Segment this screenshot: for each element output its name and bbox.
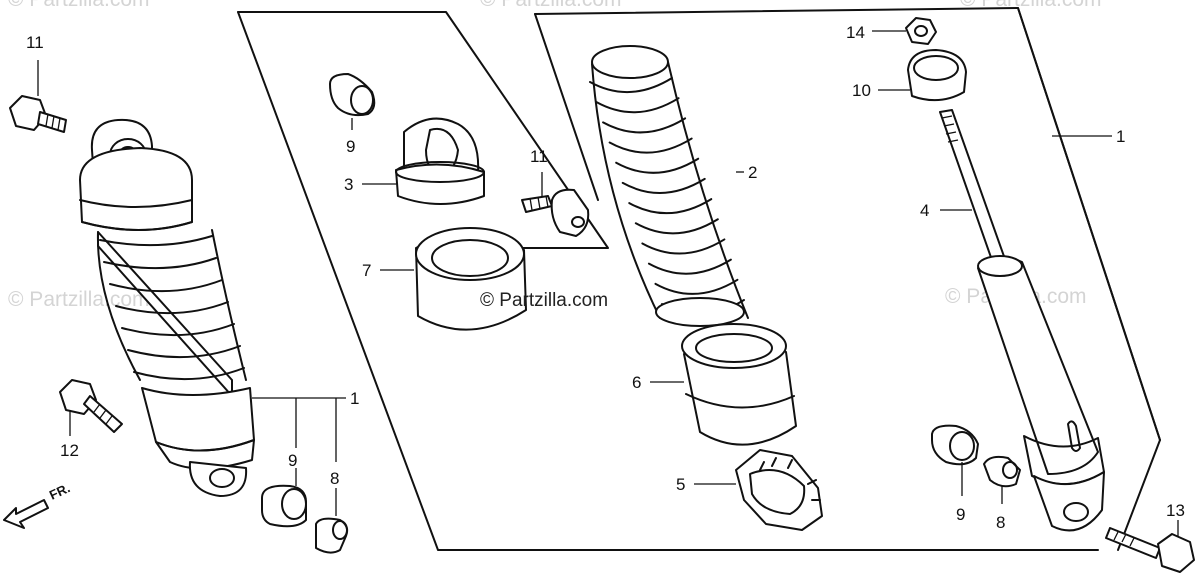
spring-coil — [595, 97, 680, 114]
callout-5: 5 — [676, 475, 685, 494]
bushing-9-top — [329, 73, 376, 130]
bushing-9-right — [931, 424, 979, 496]
assembled-shock-absorber — [79, 118, 255, 497]
spring-coil — [641, 238, 726, 255]
spring-seat-6 — [650, 323, 797, 446]
spring-2 — [589, 45, 749, 327]
spring-coil — [621, 177, 706, 194]
callout-9-top: 9 — [346, 137, 355, 156]
callout-6: 6 — [632, 373, 641, 392]
bolt-11-left — [9, 60, 67, 133]
spring-coil — [589, 77, 673, 93]
callouts: 11 12 9 8 1 9 3 7 11 2 6 5 14 10 1 4 9 8… — [26, 23, 1185, 532]
spring-coils-left — [96, 229, 247, 397]
collar-8-right — [983, 455, 1021, 504]
callout-1-left: 1 — [350, 389, 359, 408]
bolt-12 — [59, 379, 123, 436]
rubber-bushing-10 — [878, 49, 967, 102]
watermark-top-right: © Partzilla.com — [960, 0, 1102, 11]
spring-guide-7 — [380, 227, 527, 331]
callout-8-right: 8 — [996, 513, 1005, 532]
nut-14 — [872, 17, 937, 45]
callout-11-mid: 11 — [530, 147, 548, 166]
watermark-top-left: © Partzilla.com — [8, 0, 150, 11]
watermark-faint-left: © Partzilla.com — [8, 288, 150, 311]
callout-1-right: 1 — [1116, 127, 1125, 146]
collar-8-left — [315, 517, 349, 554]
spring-coil — [654, 278, 739, 295]
callout-9-bottom-left: 9 — [288, 451, 297, 470]
bushing-9-left — [261, 484, 307, 528]
bolt-11-mid — [521, 172, 590, 237]
callout-7: 7 — [362, 261, 371, 280]
damper-body-1 — [977, 135, 1112, 532]
callout-12: 12 — [60, 441, 79, 460]
callout-10: 10 — [852, 81, 871, 100]
callout-lines-left-1 — [252, 397, 346, 516]
spring-coil — [634, 218, 719, 235]
callout-14: 14 — [846, 23, 865, 42]
exploded-view-frame — [237, 7, 1161, 551]
callout-11-left: 11 — [26, 33, 44, 52]
front-arrow-label: FR. — [47, 480, 72, 502]
callout-8-bottom-left: 8 — [330, 469, 339, 488]
watermark-center: © Partzilla.com — [480, 290, 608, 311]
spring-coil — [615, 157, 700, 174]
callout-4: 4 — [920, 201, 929, 220]
callout-13: 13 — [1166, 501, 1185, 520]
damper-rod-4 — [939, 109, 1007, 267]
adjuster-cam-5 — [694, 449, 823, 531]
spring-coil — [608, 137, 693, 154]
bolt-13 — [1105, 520, 1195, 573]
upper-mount-3 — [362, 117, 485, 205]
front-direction-arrow: FR. — [3, 480, 72, 529]
callout-3: 3 — [344, 175, 353, 194]
spring-coil — [628, 198, 713, 215]
watermark-top-mid: © Partzilla.com — [480, 0, 622, 11]
spring-coil — [647, 258, 732, 275]
callout-9-right: 9 — [956, 505, 965, 524]
spring-coil — [602, 117, 687, 134]
callout-2: 2 — [748, 163, 757, 182]
